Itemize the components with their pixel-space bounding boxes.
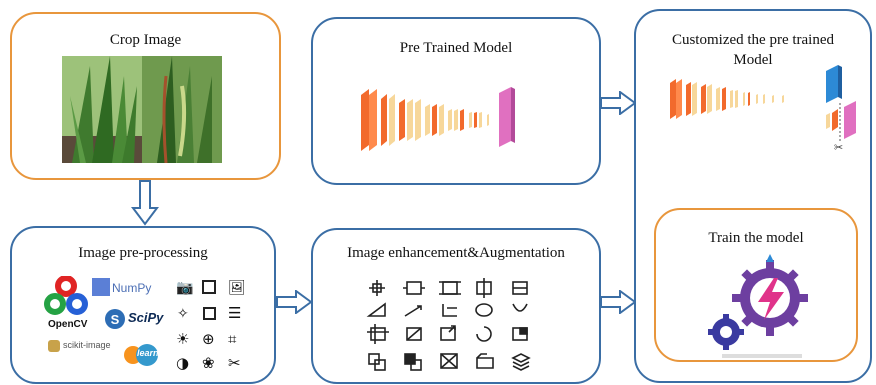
augmentation-icon-grid [366,278,531,371]
scissors-icon: ✂ [228,354,241,372]
zoom-icon: ⊕ [202,330,215,348]
scipy-logo-icon: S [105,309,125,329]
train-model-title: Train the model [708,230,804,246]
pretrained-model-title: Pre Trained Model [399,40,513,56]
svg-text:✂: ✂ [834,141,843,153]
camera-icon: 📷 [176,280,194,296]
right-arrow-icon [600,290,636,314]
image-preprocessing-title: Image pre-processing [78,245,208,261]
crop-image-title: Crop Image [109,32,182,48]
compare-icon [202,280,216,294]
customized-cnn-diagram: ✂ [670,65,856,153]
crop-image-box: Crop Image [10,12,281,180]
skimage-label: scikit-image [63,340,111,350]
scipy-label: SciPy [128,310,164,325]
customized-title-line1: Customized the pre trained [671,32,835,48]
right-arrow-icon [600,91,636,115]
crop-icon: ⌗ [228,330,237,348]
skimage-logo-icon [48,340,60,352]
gear-bolt-icon [708,254,808,358]
brightness-icon: ☀ [176,330,190,348]
right-arrow-icon [276,290,312,314]
opencv-logo-icon [44,276,88,315]
augmentation-box: Image enhancement&Augmentation [311,228,601,384]
magic-wand-icon: ✧ [177,306,189,322]
sklearn-logo-icon [124,344,158,366]
contrast-icon: ◑ [176,354,190,372]
photo-icon: 🖼 [228,280,246,296]
cnn-architecture-diagram [361,87,515,151]
image-preprocessing-box: Image pre-processing OpenCV NumPy S SciP… [10,226,276,384]
customized-model-box: Customized the pre trained Model ✂ Train… [634,9,872,383]
sliders-icon: ☰ [228,304,242,322]
pretrained-model-box: Pre Trained Model [311,17,601,185]
filter-icon: ❀ [202,354,215,372]
train-model-box: Train the model [654,208,858,362]
customized-title-line2: Model [733,52,773,68]
svg-text:S: S [111,312,120,327]
square-icon [203,307,216,320]
sklearn-label: learn [137,348,159,358]
numpy-logo-icon [92,278,110,296]
numpy-label: NumPy [112,281,152,295]
down-arrow-icon [131,180,159,226]
opencv-label: OpenCV [48,319,88,330]
augmentation-title: Image enhancement&Augmentation [347,245,565,261]
crop-photo [62,56,222,163]
